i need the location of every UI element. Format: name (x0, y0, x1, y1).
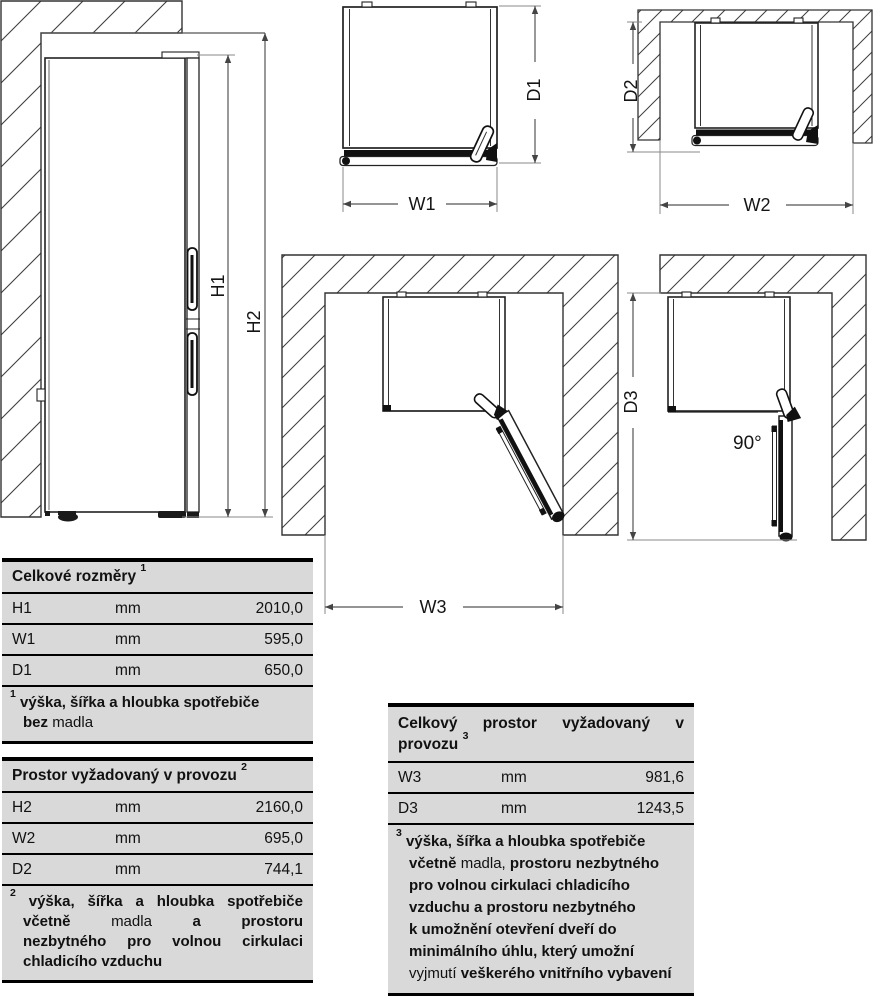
operating-space-table: Prostor vyžadovaný v provozu 2 H2 mm 216… (2, 757, 313, 983)
dimension-d3: D3 (621, 292, 797, 541)
dim-label: D1 (12, 661, 32, 679)
table-row: W3 mm 981,6 (388, 763, 694, 794)
overall-dimensions-table: Celkové rozměry 1 H1 mm 2010,0 W1 mm 595… (2, 558, 313, 744)
door-handle-upper (186, 247, 198, 311)
dimension-w2: W2 (659, 140, 854, 215)
label-h2: H2 (244, 310, 264, 333)
dimension-w3: W3 (324, 535, 564, 617)
dimension-d2: D2 (621, 21, 700, 153)
rear-spacer (710, 17, 721, 24)
dimension-w1: W1 (342, 167, 498, 214)
open-door-90 (771, 388, 802, 542)
table-title: Celkový prostor vyžadovaný v provozu 3 (388, 707, 694, 763)
label-d3: D3 (621, 390, 641, 413)
dim-value: 2010,0 (255, 599, 303, 617)
label-d2: D2 (621, 79, 641, 102)
rear-spacer (396, 291, 407, 298)
label-w3: W3 (420, 597, 447, 617)
fridge-feet (45, 511, 199, 522)
fridge-top-outline (382, 291, 506, 412)
dim-value: 744,1 (264, 860, 303, 878)
dim-label: W3 (398, 768, 422, 786)
footnote-marker: 2 (241, 760, 247, 773)
table-footnote: 2 výška, šířka a hloubka spotřebiče včet… (10, 887, 303, 970)
door-handle (775, 388, 802, 422)
rear-spacer (477, 291, 488, 298)
fridge-top-outline (667, 291, 791, 413)
table-row: D3 mm 1243,5 (388, 794, 694, 825)
dim-unit: mm (115, 630, 141, 648)
table-row: D2 mm 744,1 (2, 855, 313, 886)
wall-hatch (637, 9, 873, 144)
dim-label: D3 (398, 799, 418, 817)
label-d1: D1 (524, 78, 544, 101)
rear-spacer (681, 291, 692, 298)
rear-spacer (465, 1, 477, 8)
label-h1: H1 (208, 274, 228, 297)
table-footnote: 3 výška, šířka a hloubka spotřebiče včet… (396, 827, 672, 982)
footnote-marker: 3 (462, 729, 469, 742)
fridge-door-top (696, 129, 818, 136)
door-handle (469, 125, 495, 163)
fridge-side-outline (36, 51, 200, 522)
top-view-w3-diagram: W3 (281, 254, 619, 617)
table-row: W1 mm 595,0 (2, 625, 313, 656)
door-handle (791, 107, 815, 141)
dimension-d1: D1 (499, 5, 544, 164)
table-row: D1 mm 650,0 (2, 656, 313, 687)
dim-unit: mm (115, 661, 141, 679)
fridge-top-outline (339, 1, 498, 167)
dim-unit: mm (115, 829, 141, 847)
table-row: H2 mm 2160,0 (2, 793, 313, 824)
top-view-d3-diagram: 90° D3 (621, 254, 867, 542)
dim-label: H2 (12, 798, 32, 816)
dim-unit: mm (115, 860, 141, 878)
door-handle-lower (186, 332, 198, 396)
table-title: Celkové rozměry 1 (2, 562, 313, 594)
rear-spacer (361, 1, 373, 8)
door-handle (473, 393, 508, 421)
table-title: Prostor vyžadovaný v provozu 2 (2, 761, 313, 793)
top-view-w2-diagram: D2 W2 (621, 9, 873, 215)
dim-value: 981,6 (645, 768, 684, 786)
dim-value: 595,0 (264, 630, 303, 648)
dim-unit: mm (501, 768, 527, 786)
dim-unit: mm (501, 799, 527, 817)
side-view-diagram: H1 H2 (0, 0, 273, 522)
table-row: W2 mm 695,0 (2, 824, 313, 855)
dim-unit: mm (115, 599, 141, 617)
dim-unit: mm (115, 798, 141, 816)
label-angle: 90° (733, 433, 762, 454)
top-view-w1-diagram: W1 D1 (339, 1, 544, 214)
dim-value: 1243,5 (636, 799, 684, 817)
dim-value: 650,0 (264, 661, 303, 679)
table-row: H1 mm 2010,0 (2, 594, 313, 625)
dim-value: 2160,0 (255, 798, 303, 816)
dimension-h1 (182, 54, 273, 518)
fridge-top-outline (691, 17, 819, 147)
wall-hatch (281, 254, 619, 536)
diagrams-panel: H1 H2 W1 (0, 0, 873, 617)
dim-label: W1 (12, 630, 36, 648)
label-w2: W2 (744, 195, 771, 215)
total-space-table: Celkový prostor vyžadovaný v provozu 3 W… (388, 703, 694, 996)
label-w1: W1 (409, 194, 436, 214)
dim-value: 695,0 (264, 829, 303, 847)
rear-spacer (764, 291, 775, 298)
footnote-marker: 1 (140, 561, 147, 574)
dim-label: H1 (12, 599, 32, 617)
rear-spacer (793, 17, 804, 24)
fridge-door-top (344, 150, 497, 157)
dim-label: D2 (12, 860, 32, 878)
table-footnote: 1 výška, šířka a hloubka spotřebiče bez … (10, 688, 260, 731)
open-door (473, 393, 565, 523)
dim-label: W2 (12, 829, 36, 847)
